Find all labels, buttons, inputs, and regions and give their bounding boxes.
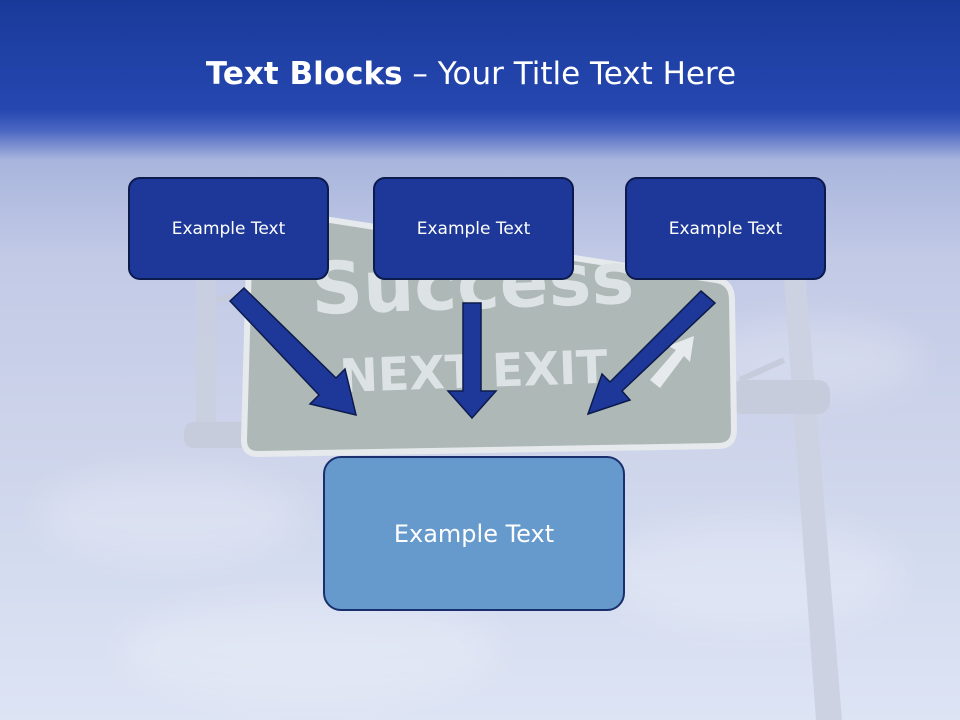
text-block-label: Example Text: [416, 218, 531, 239]
title-bold: Text Blocks: [205, 56, 403, 92]
text-block-1[interactable]: Example Text: [128, 177, 329, 280]
arrow-down-left-icon: [586, 289, 717, 416]
cloud: [40, 470, 300, 560]
text-block-label: Example Text: [668, 218, 783, 239]
title-dash: –: [402, 56, 438, 92]
sign-pole-left: [196, 280, 216, 440]
cloud: [120, 600, 500, 700]
main-text-block[interactable]: Example Text: [323, 456, 625, 611]
text-block-label: Example Text: [171, 218, 286, 239]
sign-crossbeam: [730, 380, 830, 414]
sign-crossbeam: [184, 422, 254, 448]
main-text-block-label: Example Text: [393, 519, 555, 548]
slide-title: Text Blocks – Your Title Text Here: [0, 52, 942, 96]
arrow-down-right-icon: [228, 286, 358, 417]
text-block-3[interactable]: Example Text: [625, 177, 826, 280]
sign-brace: [738, 357, 786, 383]
cloud: [600, 520, 900, 630]
text-block-2[interactable]: Example Text: [373, 177, 574, 280]
sign-exit-arrow-icon: [650, 336, 694, 388]
arrow-down-icon: [446, 302, 498, 420]
title-rest: Your Title Text Here: [437, 56, 737, 92]
